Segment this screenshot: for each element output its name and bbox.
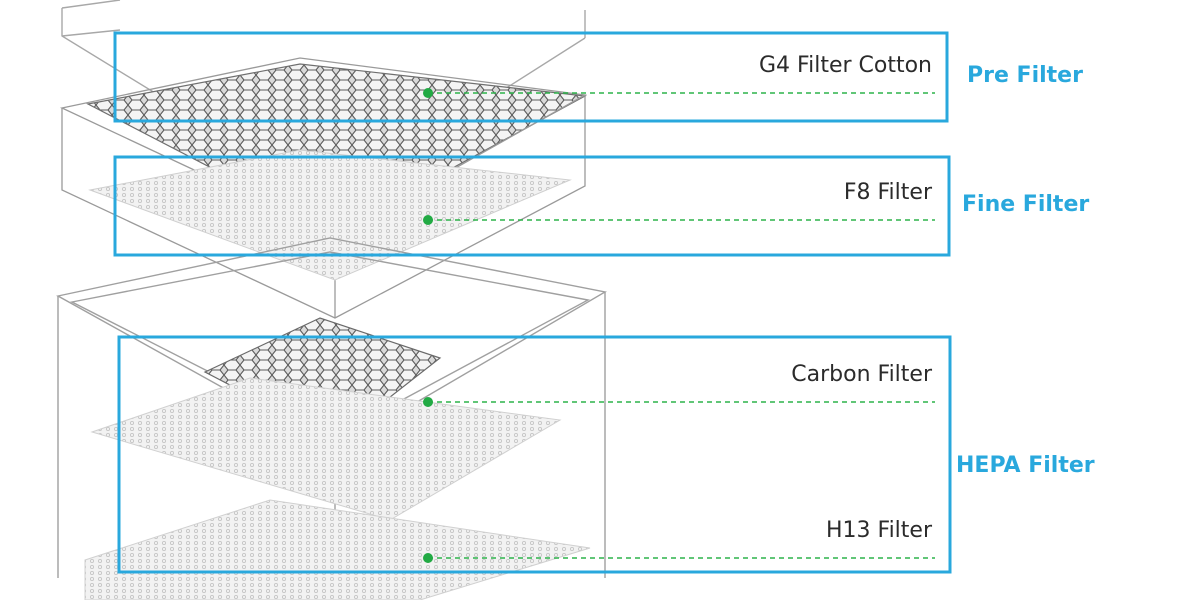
leader-dot-f8 xyxy=(423,215,433,225)
fine-filter-mesh xyxy=(88,149,572,281)
hepa-lower-mesh xyxy=(84,499,591,601)
stage-label-hepa: HEPA Filter xyxy=(956,453,1095,478)
leader-dot-carbon xyxy=(423,397,433,407)
filter-label-carbon: Carbon Filter xyxy=(791,362,932,387)
filter-label-f8: F8 Filter xyxy=(843,180,932,205)
stage-label-fine: Fine Filter xyxy=(962,192,1090,217)
fine-filter-box xyxy=(113,155,951,257)
annotation-overlay xyxy=(113,31,952,574)
filter-label-g4: G4 Filter Cotton xyxy=(759,53,932,78)
stage-label-pre: Pre Filter xyxy=(967,63,1083,88)
leader-dot-g4 xyxy=(423,88,433,98)
filter-label-h13: H13 Filter xyxy=(825,518,932,543)
hepa-upper-mesh xyxy=(90,377,562,521)
pre-filter-box xyxy=(113,31,949,123)
hepa-filter-box xyxy=(117,335,952,574)
leader-dot-h13 xyxy=(423,553,433,563)
